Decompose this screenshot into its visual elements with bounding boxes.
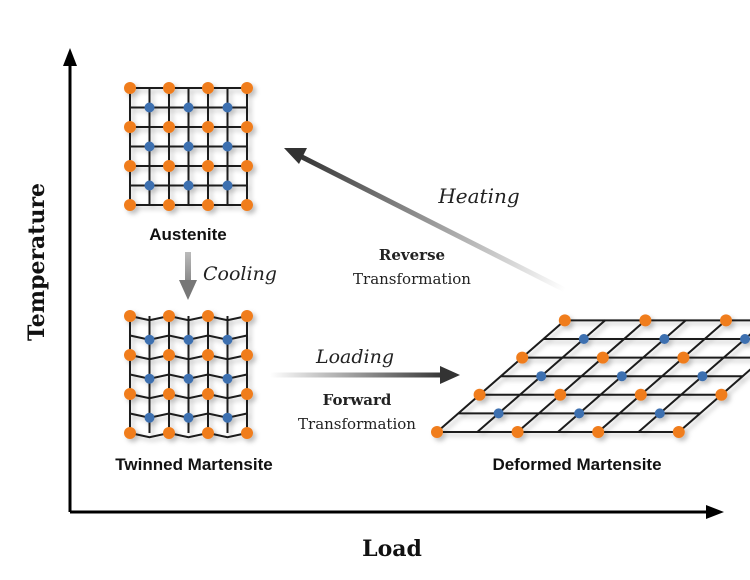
center-atom (222, 102, 233, 113)
center-atom (222, 141, 233, 152)
corner-atom (241, 121, 253, 133)
center-atom (616, 371, 627, 382)
center-atom (574, 408, 585, 419)
cooling-arrow (179, 252, 197, 300)
corner-atom (163, 388, 175, 400)
center-atom (183, 334, 194, 345)
corner-atom (202, 82, 214, 94)
heating-label: Heating (437, 184, 519, 208)
corner-atom (241, 310, 253, 322)
corner-atom (163, 199, 175, 211)
corner-atom (202, 199, 214, 211)
reverse-label: Reverse (379, 246, 445, 264)
corner-atom (202, 427, 214, 439)
center-atom (222, 412, 233, 423)
center-atom (144, 102, 155, 113)
reverse-transformation-label: Transformation (353, 270, 471, 288)
center-atom (697, 371, 708, 382)
corner-atom (124, 427, 136, 439)
center-atom (659, 334, 670, 344)
loading-label: Loading (315, 346, 394, 368)
corner-atom (431, 426, 443, 438)
x-axis-label: Load (362, 536, 422, 562)
center-atom (222, 334, 233, 345)
corner-atom (202, 160, 214, 172)
corner-atom (124, 349, 136, 361)
cooling-label: Cooling (203, 263, 277, 285)
grid-line (436, 319, 566, 433)
forward-label: Forward (323, 391, 392, 409)
corner-atom (163, 310, 175, 322)
corner-atom (124, 121, 136, 133)
corner-atom (715, 388, 728, 401)
deformed-martensite-lattice (431, 314, 750, 438)
center-atom (144, 141, 155, 152)
corner-atom (596, 351, 609, 364)
center-atom (536, 371, 547, 382)
corner-atom (202, 388, 214, 400)
corner-atom (720, 314, 732, 327)
center-atom (144, 373, 155, 384)
forward-transformation-label: Transformation (298, 415, 416, 433)
corner-atom (163, 121, 175, 133)
twinned-martensite-label: Twinned Martensite (115, 455, 272, 474)
corner-atom (202, 310, 214, 322)
center-atom (222, 180, 233, 191)
y-axis (63, 48, 77, 512)
corner-atom (163, 427, 175, 439)
corner-atom (592, 426, 605, 438)
corner-atom (163, 349, 175, 361)
corner-atom (163, 160, 175, 172)
center-atom (144, 180, 155, 191)
heating-arrow (284, 148, 567, 293)
corner-atom (511, 426, 524, 438)
austenite-label: Austenite (149, 225, 226, 244)
center-atom (493, 408, 504, 419)
corner-atom (634, 388, 647, 401)
corner-atom (516, 351, 529, 364)
center-atom (183, 102, 194, 113)
corner-atom (202, 349, 214, 361)
austenite-lattice (124, 82, 253, 211)
center-atom (183, 180, 194, 191)
grid-line (678, 368, 750, 433)
center-atom (144, 334, 155, 345)
corner-atom (558, 314, 571, 327)
deformed-martensite-label: Deformed Martensite (492, 455, 661, 474)
corner-atom (202, 121, 214, 133)
zigzag-row (129, 431, 248, 439)
grid-line (597, 319, 727, 433)
corner-atom (473, 388, 486, 401)
corner-atom (241, 388, 253, 400)
corner-atom (639, 314, 652, 327)
corner-atom (554, 388, 567, 401)
corner-atom (124, 199, 136, 211)
corner-atom (241, 160, 253, 172)
corner-atom (677, 351, 690, 364)
corner-atom (124, 82, 136, 94)
corner-atom (241, 427, 253, 439)
corner-atom (124, 160, 136, 172)
corner-atom (241, 349, 253, 361)
loading-arrow (270, 366, 460, 384)
corner-atom (241, 199, 253, 211)
x-axis (70, 505, 724, 519)
center-atom (144, 412, 155, 423)
corner-atom (241, 82, 253, 94)
grid-line (516, 319, 647, 433)
center-atom (578, 334, 589, 344)
corner-atom (124, 388, 136, 400)
center-atom (654, 408, 665, 419)
corner-atom (124, 310, 136, 322)
center-atom (222, 373, 233, 384)
corner-atom (163, 82, 175, 94)
corner-atom (672, 426, 685, 438)
center-atom (183, 412, 194, 423)
center-atom (183, 373, 194, 384)
y-axis-label: Temperature (24, 183, 50, 341)
twinned-martensite-lattice (124, 310, 253, 439)
center-atom (740, 334, 750, 344)
center-atom (183, 141, 194, 152)
